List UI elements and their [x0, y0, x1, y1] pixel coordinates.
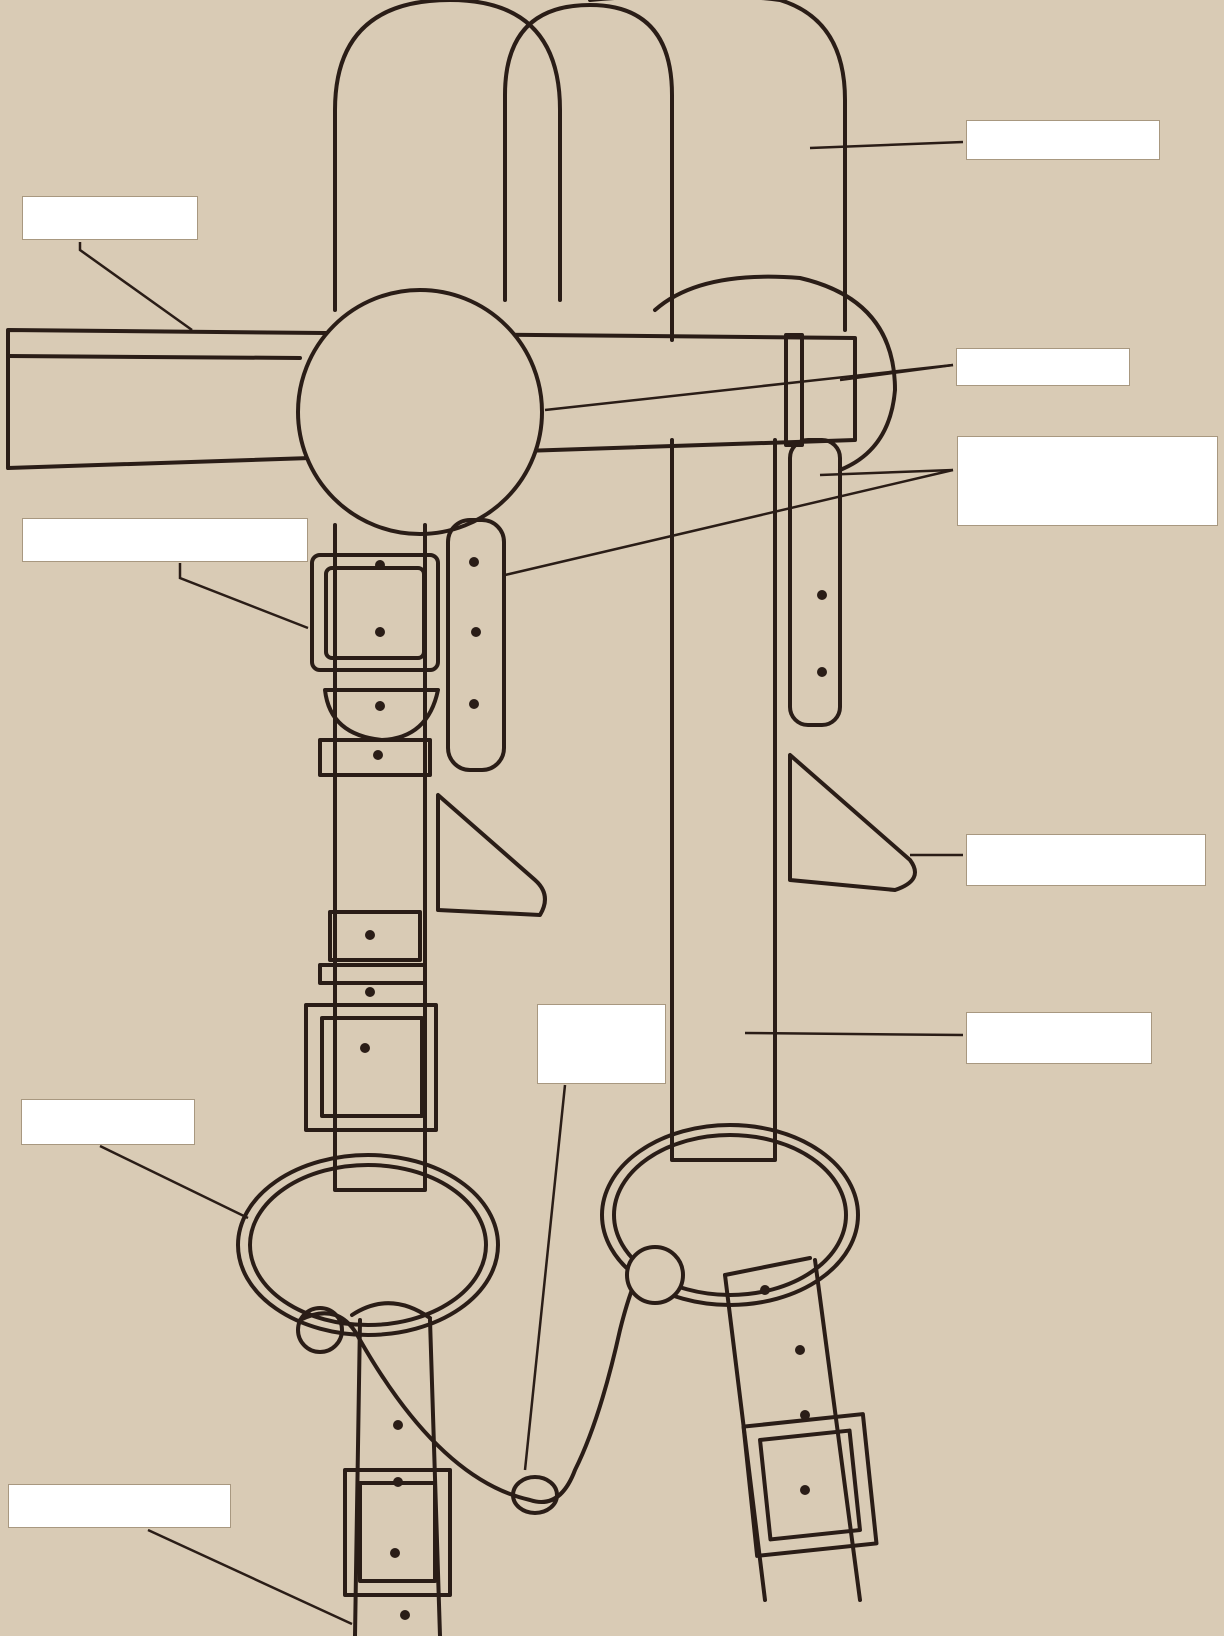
label-box-2[interactable] [22, 196, 198, 240]
leader-line-10 [148, 1530, 352, 1624]
label-box-9[interactable] [21, 1099, 195, 1145]
dee-ring-right [790, 755, 915, 890]
leader-line-7 [525, 1085, 565, 1470]
headpiece-left-strap [335, 0, 560, 310]
buckle-cheek-upper [312, 555, 438, 670]
dee-ring-left [438, 795, 545, 915]
leader-line-8 [745, 1033, 963, 1035]
leader-line-2 [80, 242, 192, 330]
cheekpiece-right [672, 440, 775, 1160]
label-box-5[interactable] [22, 518, 308, 562]
leader-line-1 [810, 142, 963, 148]
cheekpiece-left [335, 525, 425, 1190]
leader-line-4a [505, 470, 953, 575]
rosette-left [298, 290, 542, 534]
leader-line-9 [100, 1146, 248, 1218]
label-box-6[interactable] [966, 834, 1206, 886]
label-box-4[interactable] [957, 436, 1218, 526]
label-box-7[interactable] [537, 1004, 666, 1084]
label-box-1[interactable] [966, 120, 1160, 160]
headpiece-inner-strap [505, 5, 672, 340]
leader-line-5 [180, 563, 308, 628]
strap-end-right [790, 440, 840, 725]
label-box-10[interactable] [8, 1484, 231, 1528]
label-box-3[interactable] [956, 348, 1130, 386]
label-box-8[interactable] [966, 1012, 1152, 1064]
buckle-cheek-lower [306, 1005, 436, 1130]
